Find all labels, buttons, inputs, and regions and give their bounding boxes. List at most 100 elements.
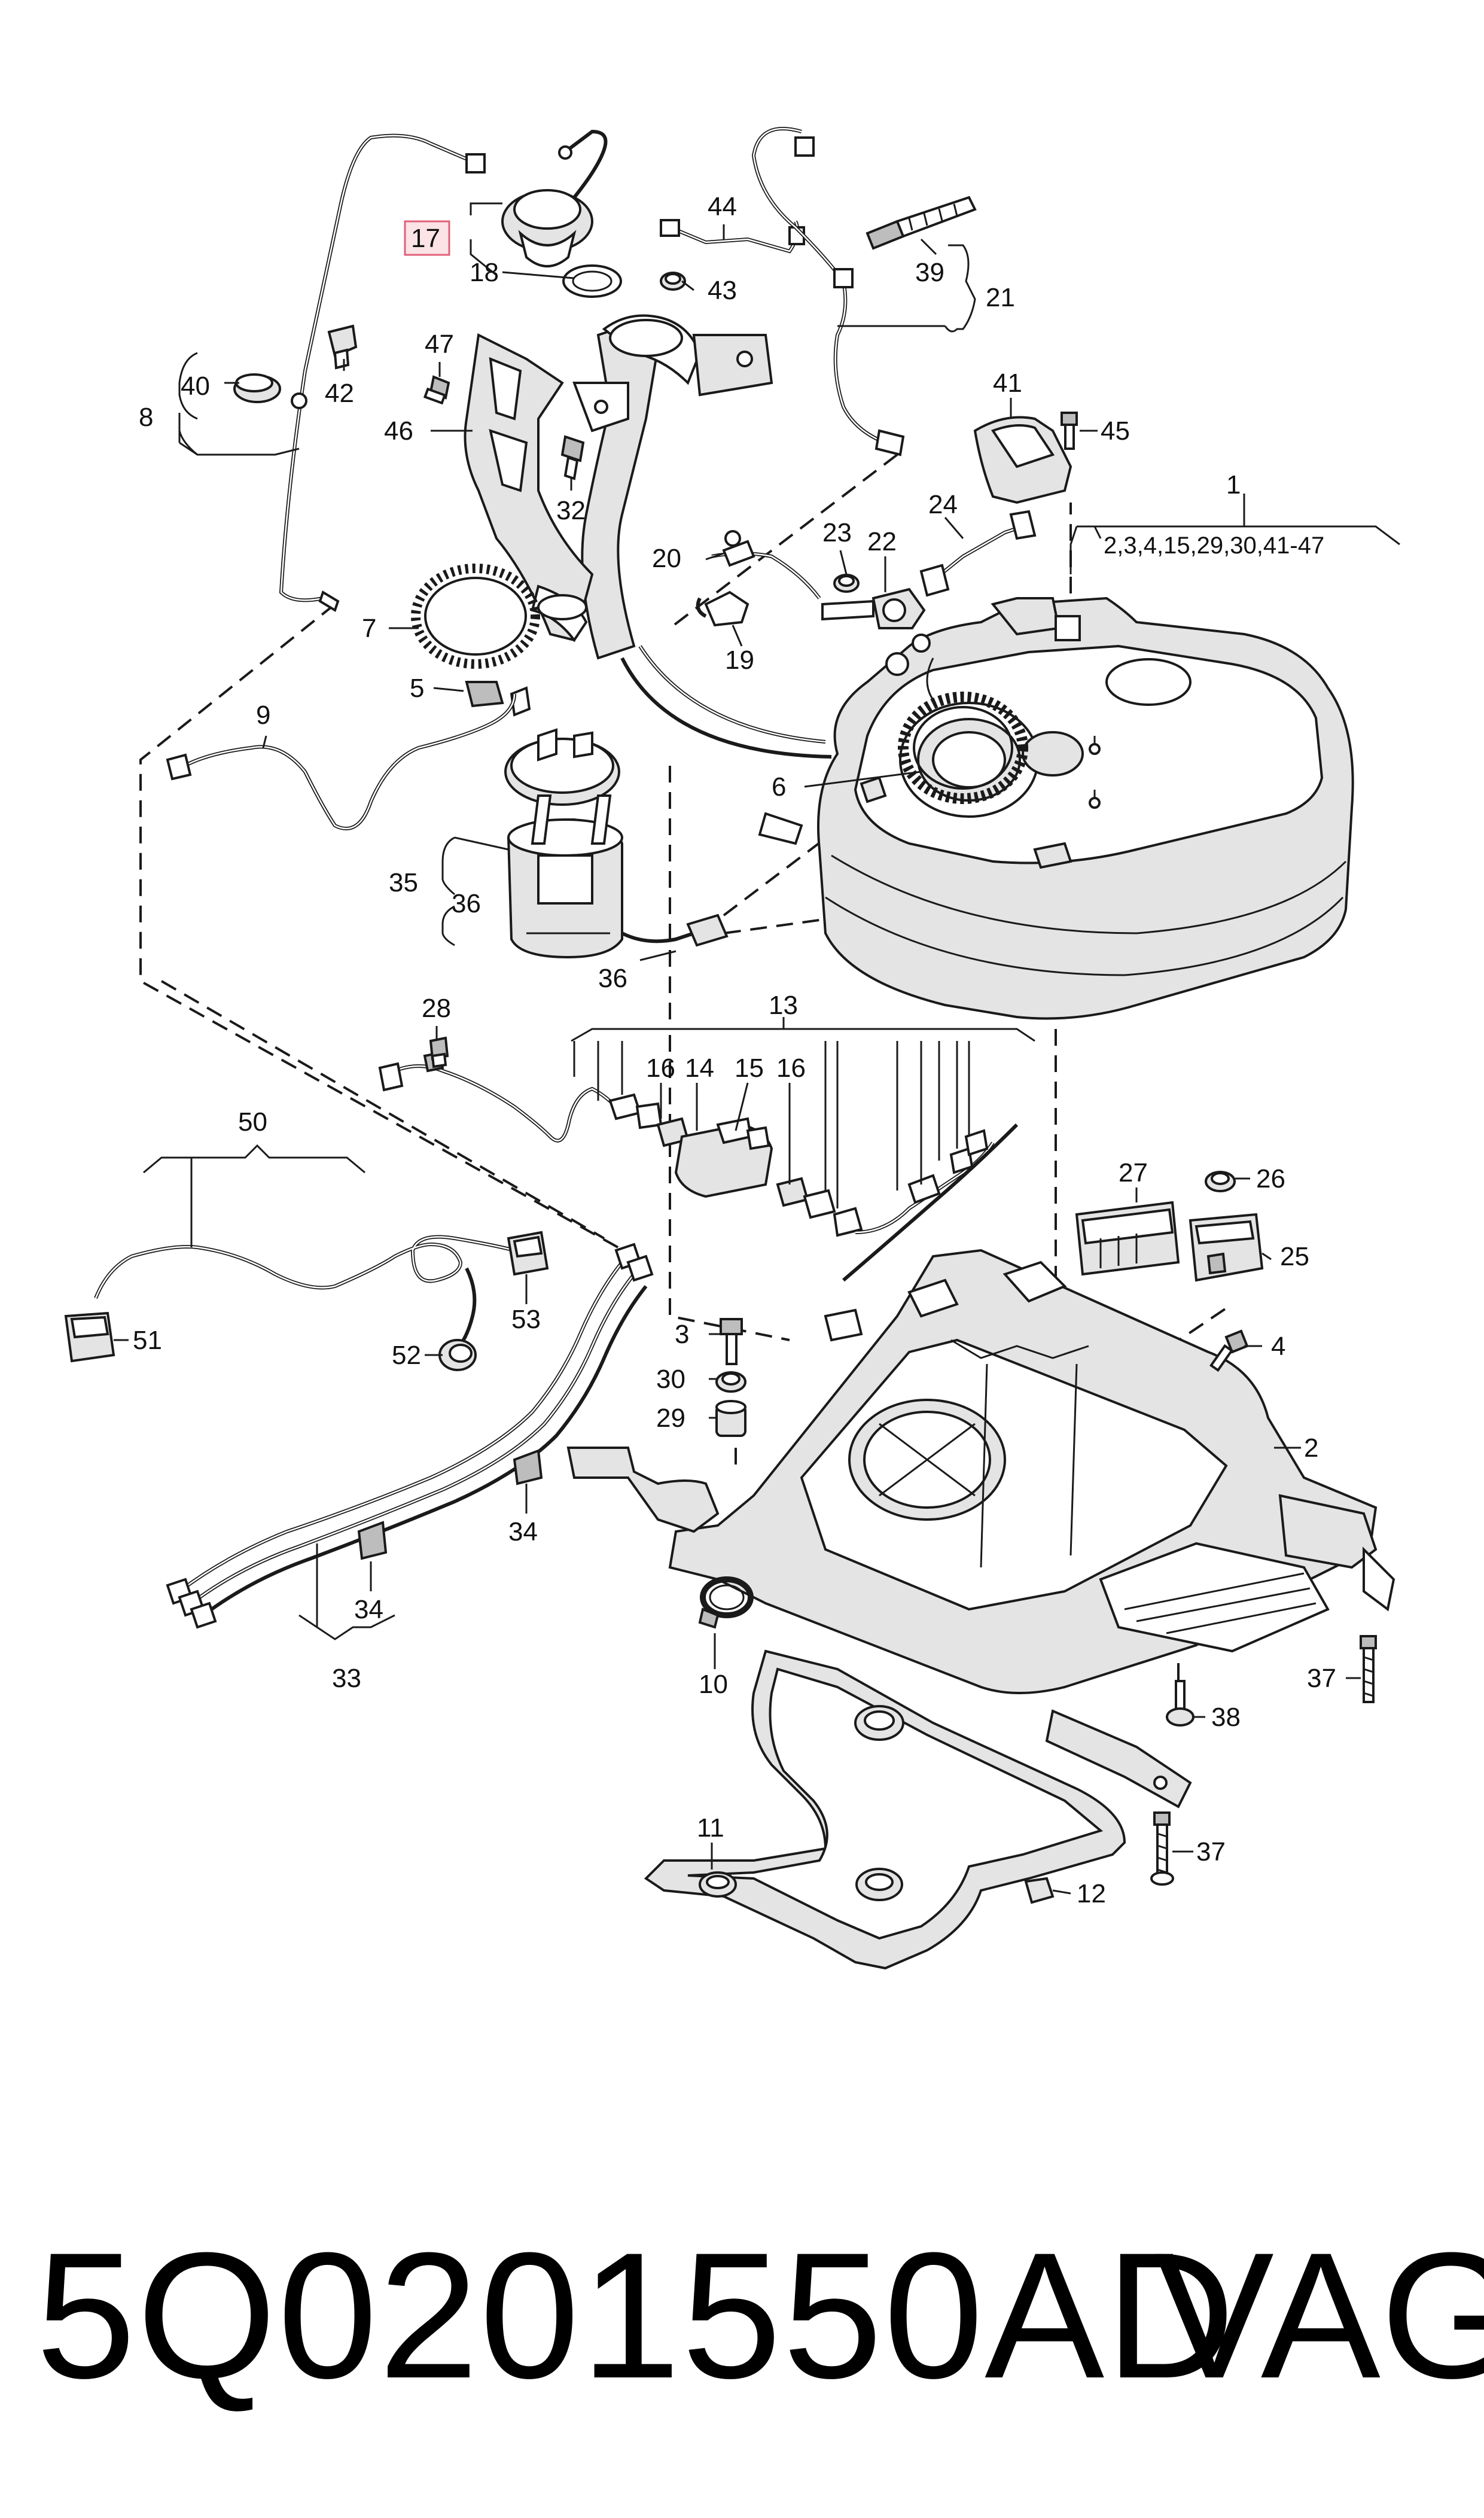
bolt-37a xyxy=(1360,1635,1377,1703)
lock-ring-7 xyxy=(411,564,540,669)
washer-23 xyxy=(833,574,860,593)
hose-24 xyxy=(919,510,1037,597)
clip-28 xyxy=(429,1036,449,1068)
breather-valve-17 xyxy=(501,129,622,298)
bracket-46 xyxy=(464,333,594,643)
bolt-47 xyxy=(423,375,450,405)
callout-24: 24 xyxy=(928,490,958,519)
callout-6: 6 xyxy=(772,772,786,802)
callout-52: 52 xyxy=(392,1341,421,1370)
callout-35: 35 xyxy=(389,868,418,897)
hose-44 xyxy=(660,219,805,254)
exploded-parts-diagram: 17 18 40 42 8 47 46 32 44 43 39 21 41 45… xyxy=(64,127,1400,1970)
fuel-pump-flange xyxy=(504,728,620,806)
bolt-37b xyxy=(1150,1811,1174,1886)
callout-53: 53 xyxy=(511,1305,541,1334)
fuel-lines-33 xyxy=(166,1243,654,1629)
callout-2: 2 xyxy=(1304,1433,1318,1463)
callout-labels: 17 18 40 42 8 47 46 32 44 43 39 21 41 45… xyxy=(133,192,1336,1908)
callout-37a: 37 xyxy=(1307,1664,1336,1693)
callout-41: 41 xyxy=(993,369,1022,398)
callout-22: 22 xyxy=(867,527,897,556)
callout-13: 13 xyxy=(769,991,798,1020)
leader-lines xyxy=(114,202,1400,1895)
callout-8: 8 xyxy=(139,403,153,432)
callout-51: 51 xyxy=(133,1326,162,1355)
washer-43 xyxy=(660,272,686,291)
fuel-line-13 xyxy=(378,1051,1019,1282)
callout-4: 4 xyxy=(1271,1332,1285,1361)
callout-3: 3 xyxy=(675,1320,689,1349)
clip-34b xyxy=(357,1521,388,1560)
callout-5: 5 xyxy=(410,674,424,703)
connector-39 xyxy=(866,196,977,250)
highlight-box-17 xyxy=(404,220,450,256)
sensor-36 xyxy=(621,914,729,947)
bracket-arm xyxy=(1045,1709,1192,1808)
callout-1: 1 xyxy=(1226,470,1241,500)
callout-36b: 36 xyxy=(598,964,627,993)
hose-19-20 xyxy=(696,530,821,627)
hose-21 xyxy=(751,127,905,456)
callout-38: 38 xyxy=(1211,1703,1241,1732)
callout-17: 17 xyxy=(411,224,440,253)
callout-45: 45 xyxy=(1101,416,1130,446)
callout-28: 28 xyxy=(422,994,451,1023)
bolt-3 xyxy=(720,1318,743,1365)
locking-ring-6 xyxy=(898,692,1028,804)
callout-25: 25 xyxy=(1280,1242,1309,1271)
bushing-29 xyxy=(715,1400,746,1437)
part-number-caption: 5Q0201550AD xyxy=(36,2215,1236,2416)
fuel-tank xyxy=(758,596,1354,1020)
callout-29: 29 xyxy=(656,1403,685,1433)
callout-36a: 36 xyxy=(452,889,481,918)
callout-7: 7 xyxy=(362,614,376,643)
callout-39: 39 xyxy=(915,258,944,287)
callout-14: 14 xyxy=(685,1054,714,1083)
callout-16a: 16 xyxy=(646,1054,675,1083)
callout-27: 27 xyxy=(1119,1158,1148,1188)
clip-34a xyxy=(513,1449,543,1485)
callout-16b: 16 xyxy=(776,1054,806,1083)
cover-41 xyxy=(973,416,1072,504)
callout-9: 9 xyxy=(256,701,270,730)
nut-26 xyxy=(1205,1171,1236,1192)
callout-19: 19 xyxy=(725,646,754,675)
subframe-2 xyxy=(566,1249,1395,1694)
sensor-52 xyxy=(438,1339,477,1371)
callout-33: 33 xyxy=(332,1664,361,1693)
callout-32: 32 xyxy=(556,496,586,525)
fuel-pump-module-35 xyxy=(507,794,623,959)
callout-21: 21 xyxy=(986,283,1015,312)
bolt-45 xyxy=(1061,412,1078,450)
callout-18: 18 xyxy=(470,258,499,287)
callout-42: 42 xyxy=(325,379,354,408)
underbody-shield-11 xyxy=(644,1649,1126,1970)
callout-11: 11 xyxy=(697,1813,724,1843)
nut-12 xyxy=(1024,1877,1055,1904)
callout-50: 50 xyxy=(238,1107,267,1137)
filler-neck xyxy=(572,314,832,759)
callout-26: 26 xyxy=(1256,1164,1285,1193)
bolt-38 xyxy=(1166,1680,1194,1727)
callout-46: 46 xyxy=(384,416,413,446)
callout-20: 20 xyxy=(652,544,681,573)
callout-47: 47 xyxy=(425,330,454,359)
valve-40 xyxy=(233,373,281,403)
callout-15: 15 xyxy=(735,1054,764,1083)
callout-37b: 37 xyxy=(1196,1837,1226,1867)
callout-23: 23 xyxy=(822,518,852,547)
callout-43: 43 xyxy=(708,276,737,305)
washer-30 xyxy=(715,1371,746,1393)
callout-12: 12 xyxy=(1077,1879,1106,1908)
callout-40: 40 xyxy=(181,372,210,401)
bolt-4 xyxy=(1209,1329,1249,1372)
brand-caption: VAG xyxy=(1154,2215,1484,2416)
connector-5 xyxy=(465,681,531,717)
callout-30: 30 xyxy=(656,1365,685,1394)
callout-44: 44 xyxy=(708,192,737,221)
wiring-9 xyxy=(166,693,516,830)
callout-34a: 34 xyxy=(508,1517,538,1546)
clamp-10 xyxy=(698,1576,754,1629)
